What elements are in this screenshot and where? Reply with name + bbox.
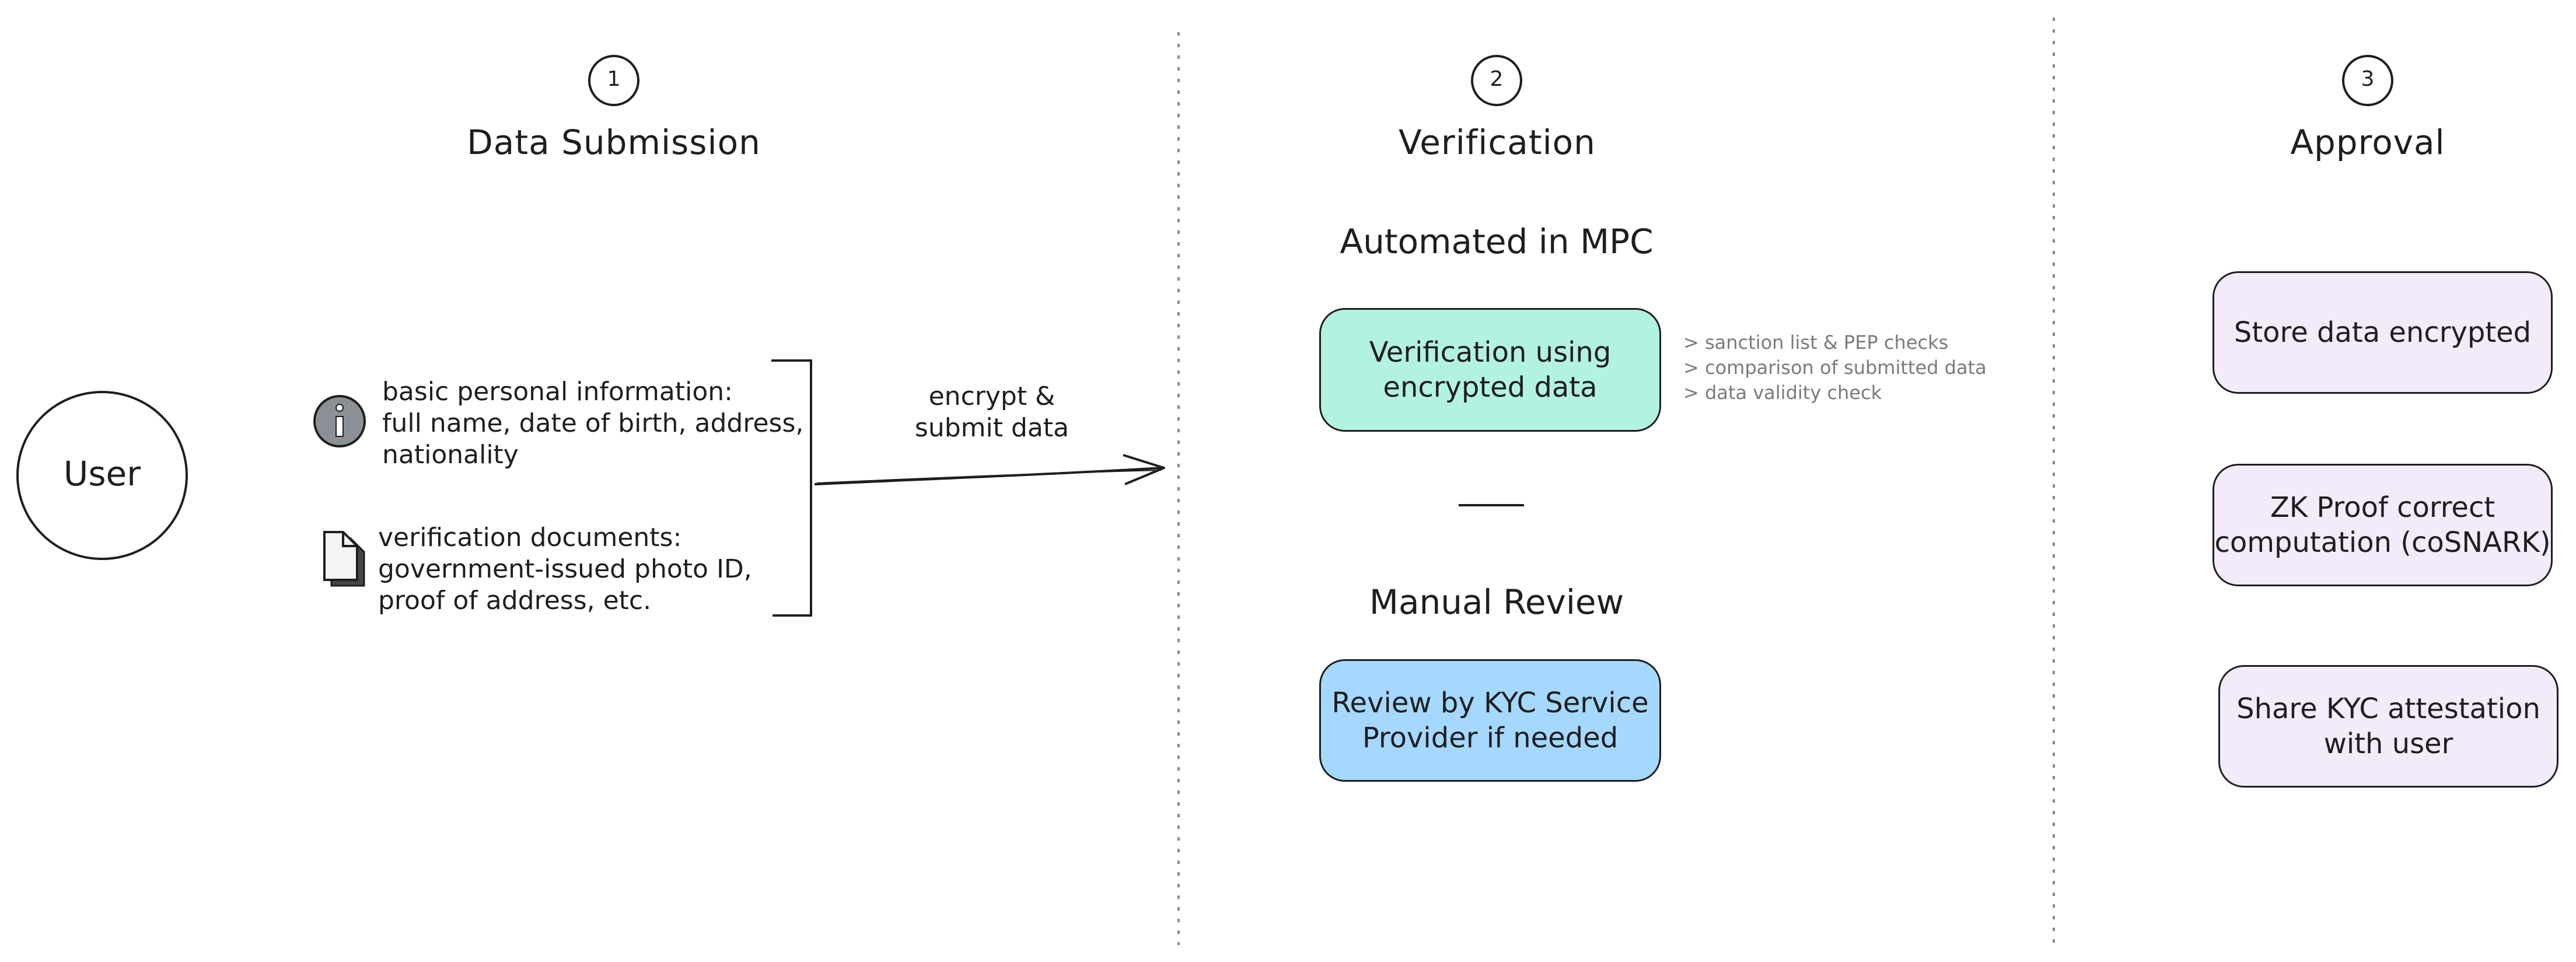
column-title-data-submission: Data Submission: [467, 123, 761, 162]
submit-arrow: [814, 454, 1165, 485]
manual-review-title: Manual Review: [1369, 582, 1624, 622]
document-icon: [323, 531, 365, 587]
zk-proof-box: ZK Proof correct computation (coSNARK): [2213, 464, 2553, 586]
verification-checks-list: > sanction list & PEP checks > compariso…: [1683, 331, 1987, 404]
info-icon: [313, 395, 366, 447]
arrow-label: encrypt & submit data: [914, 382, 1069, 443]
automated-verification-box: Verification using encrypted data: [1319, 308, 1661, 432]
share-attestation-box: Share KYC attestation with user: [2218, 665, 2558, 788]
step-2-circle: [1471, 55, 1522, 106]
verification-documents-text: verification documents: government-issue…: [378, 523, 752, 615]
column-title-verification: Verification: [1399, 123, 1596, 162]
store-data-box: Store data encrypted: [2213, 271, 2553, 394]
user-label: User: [63, 454, 141, 494]
automated-mpc-title: Automated in MPC: [1340, 222, 1654, 261]
manual-review-box: Review by KYC Service Provider if needed: [1319, 659, 1661, 782]
step-3-number: 3: [2361, 67, 2375, 91]
personal-info-text: basic personal information: full name, d…: [382, 377, 804, 470]
step-2-number: 2: [1490, 67, 1504, 91]
step-1-number: 1: [607, 67, 621, 91]
step-3-circle: [2342, 55, 2393, 106]
user-node-circle: [16, 391, 188, 560]
submission-bracket: [771, 359, 812, 617]
step-1-circle: [588, 55, 639, 106]
column-title-approval: Approval: [2290, 123, 2445, 162]
